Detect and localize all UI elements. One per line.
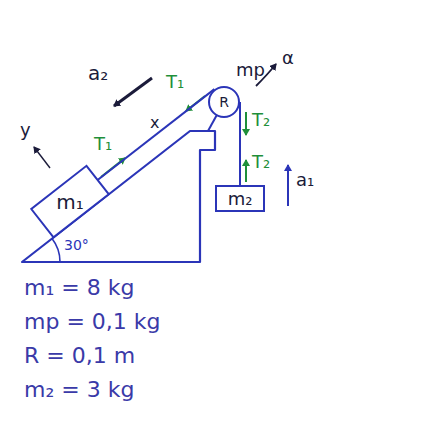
given-value: R = 0,1 m [24,344,135,368]
block-m1: m₁ [31,165,109,238]
acceleration-arrow [114,78,152,106]
axis-label: x [150,114,159,132]
outline-shape [216,186,264,211]
force-label: T₁ [94,134,112,154]
force-label: T₂ [252,110,270,130]
acceleration-arrow [287,165,289,206]
node-label: m₂ [228,190,253,208]
given-value: mp = 0,1 kg [24,310,161,334]
y-axis-arrow [34,147,50,168]
block-m2: m₂ [215,185,265,212]
outline-shape [209,87,239,117]
node-label: m₁ [56,192,84,212]
axis-label: y [20,120,31,140]
rope [98,89,215,180]
force-label: T₂ [252,152,270,172]
pulley: R [208,86,240,118]
force-label: T₁ [166,72,184,92]
outline-shape [31,166,108,238]
given-value: m₂ = 3 kg [24,378,134,402]
mass-label: mp [236,60,265,80]
angle-label: 30° [64,238,89,253]
incline-ramp [22,131,215,262]
node-label: R [219,95,229,109]
angular-acceleration-label: α [282,48,294,68]
acceleration-label: a₁ [296,170,314,190]
tension-arrow [245,112,247,135]
tension-arrow [245,160,247,182]
acceleration-label: a₂ [88,62,108,84]
angle-arc [52,239,60,262]
rope [239,102,241,185]
given-value: m₁ = 8 kg [24,276,134,300]
